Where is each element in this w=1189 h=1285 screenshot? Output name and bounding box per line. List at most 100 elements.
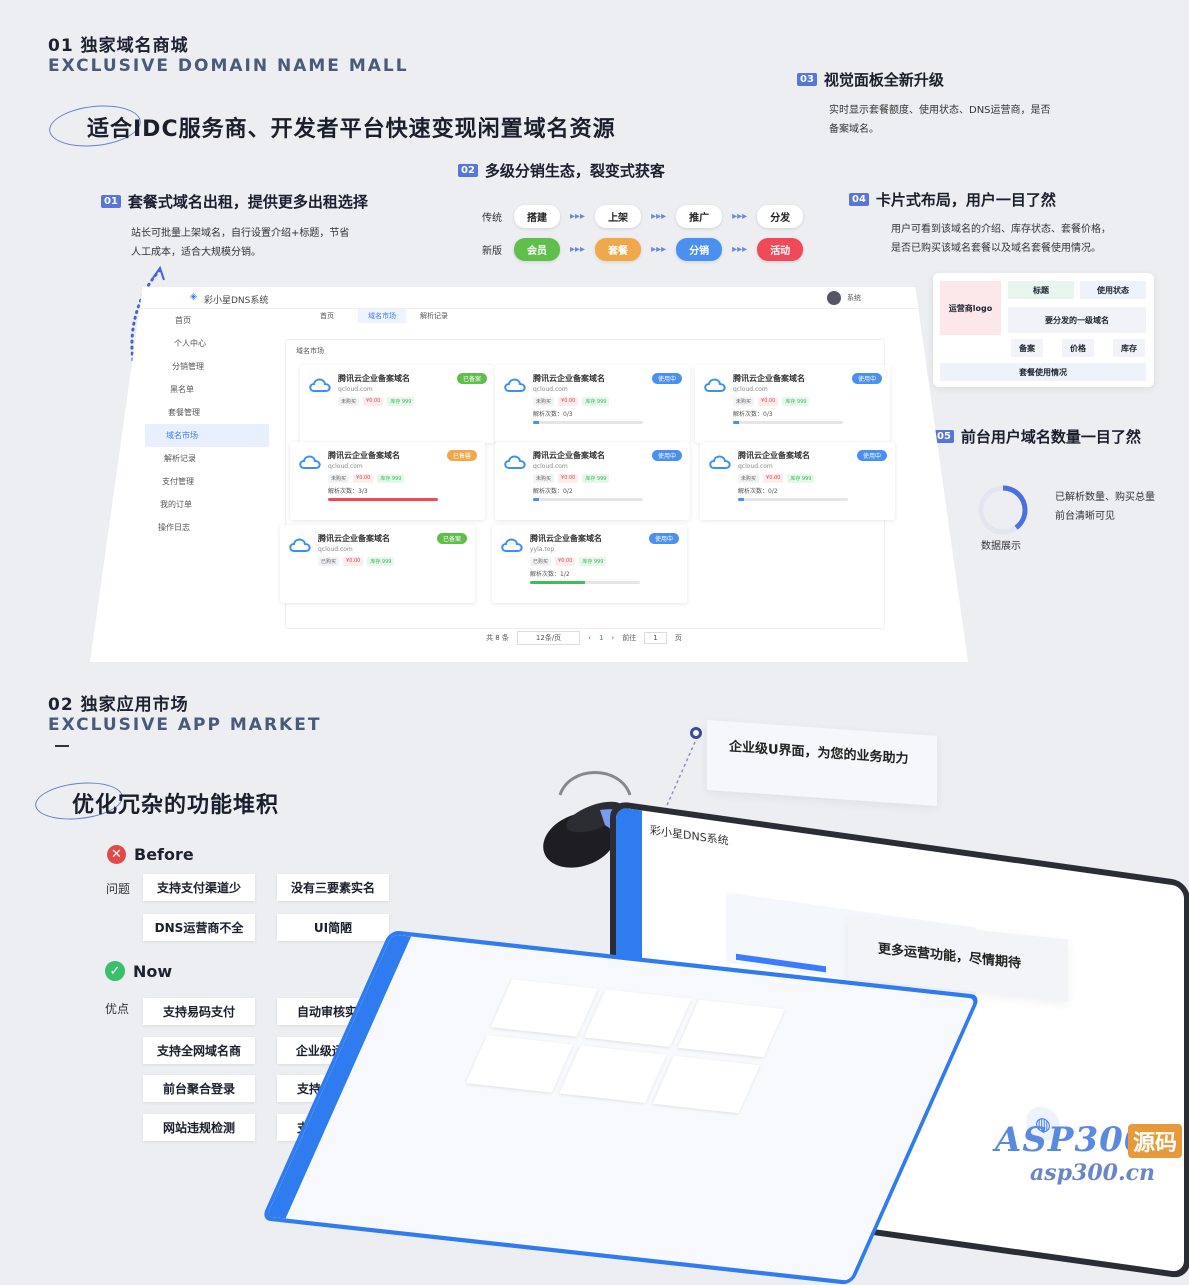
sidebar-item-logs[interactable]: 操作日志 xyxy=(158,523,190,532)
arrow-right-icon: ▸▸▸ xyxy=(732,211,748,222)
pager-goto-input[interactable]: 1 xyxy=(644,632,667,644)
callout-1: 企业级U界面，为您的业务助力 xyxy=(707,719,937,807)
now-item: 支持全网域名商 xyxy=(143,1037,255,1064)
cloud-icon xyxy=(704,378,726,392)
sidebar-item-payment[interactable]: 支付管理 xyxy=(162,477,194,486)
pager-unit: 页 xyxy=(674,634,682,642)
tab-market[interactable]: 域名市场 xyxy=(358,309,406,323)
cloud-icon xyxy=(309,378,331,392)
flow-step: 分发 xyxy=(757,205,804,228)
card-progress-fill xyxy=(533,498,539,501)
card-domain: qcloud.com xyxy=(328,463,363,470)
feature-05-title: 前台用户域名数量一目了然 xyxy=(960,428,1141,446)
tablet-card xyxy=(465,1035,573,1093)
tablet-card xyxy=(584,989,692,1047)
section1-headline: 适合IDC服务商、开发者平台快速变现闲置域名资源 xyxy=(87,117,616,142)
before-header: ✕ Before xyxy=(107,845,194,864)
sidebar-item-records[interactable]: 解析记录 xyxy=(164,454,196,463)
cloud-icon xyxy=(501,538,523,552)
pager-size-select[interactable]: 12条/页 xyxy=(516,631,581,645)
sidebar-item-market[interactable]: 域名市场 xyxy=(145,424,269,447)
pager-current[interactable]: 1 xyxy=(598,634,604,642)
flow-row1-label: 传统 xyxy=(482,213,502,224)
check-icon: ✓ xyxy=(105,961,125,981)
card-tag: ¥0.00 xyxy=(343,557,364,566)
before-item: UI简陋 xyxy=(277,914,389,941)
flow-step: 搭建 xyxy=(514,205,560,228)
app-window: ◈ 彩小星DNS系统 系统 首页 个人中心 分销管理 黑名单 套餐管理 域名市场… xyxy=(90,287,968,662)
card-name: 腾讯云企业备案域名 xyxy=(328,451,400,460)
card-tag: 已购买 xyxy=(318,557,340,566)
cloud-icon xyxy=(709,455,731,469)
card-progress-bar xyxy=(533,421,643,424)
card-tag: 未购买 xyxy=(338,397,360,406)
feature-05-desc-2: 前台清晰可见 xyxy=(1055,511,1115,522)
card-tag: 库存 999 xyxy=(787,474,815,483)
sidebar-item-distribution[interactable]: 分销管理 xyxy=(172,362,204,371)
flow-step-colored: 会员 xyxy=(514,238,560,261)
card-status-badge: 已售罄 xyxy=(446,450,477,461)
card-name: 腾讯云企业备案域名 xyxy=(318,534,390,543)
now-header: ✓ Now xyxy=(105,961,172,981)
sidebar-item-blacklist[interactable]: 黑名单 xyxy=(170,385,194,394)
tab-records[interactable]: 解析记录 xyxy=(420,312,448,320)
card-domain: qcloud.com xyxy=(738,463,773,470)
feature-03-desc-1: 实时显示套餐额度、使用状态、DNS运营商，是否 xyxy=(829,105,1051,116)
tablet-card xyxy=(677,999,785,1058)
card-domain: qcloud.com xyxy=(533,463,568,470)
cloud-icon xyxy=(504,378,526,392)
arrow-right-icon: ▸▸▸ xyxy=(570,244,586,255)
card-progress-text: 解析次数：0/3 xyxy=(533,411,573,418)
sidebar-item-profile[interactable]: 个人中心 xyxy=(174,339,206,348)
chevron-right-icon[interactable]: › xyxy=(611,634,615,642)
flow-row2-label: 新版 xyxy=(482,246,502,257)
feature-03: 03 视觉面板全新升级 xyxy=(797,69,944,90)
card-progress-bar xyxy=(530,581,640,584)
card-progress-fill xyxy=(533,421,539,424)
card-status-badge: 使用中 xyxy=(648,533,679,544)
avatar[interactable] xyxy=(827,291,841,305)
card-progress-bar xyxy=(533,498,643,501)
feature-05-num: 05 xyxy=(934,430,954,443)
card-status-badge: 使用中 xyxy=(856,450,887,461)
sidebar-item-home[interactable]: 首页 xyxy=(175,316,191,325)
user-name[interactable]: 系统 xyxy=(847,294,861,302)
section1-en-title: EXCLUSIVE DOMAIN NAME MALL xyxy=(48,56,409,76)
card-progress-text: 解析次数：0/2 xyxy=(533,488,573,495)
card-tag: 未购买 xyxy=(328,474,350,483)
flow-step-colored: 活动 xyxy=(757,238,804,261)
card-name: 腾讯云企业备案域名 xyxy=(530,534,602,543)
sidebar-item-orders[interactable]: 我的订单 xyxy=(160,500,192,509)
feature-03-desc-2: 备案域名。 xyxy=(829,124,879,135)
card-status-badge: 使用中 xyxy=(651,373,682,384)
card-tag: ¥0.00 xyxy=(363,397,384,406)
section2-en-title: EXCLUSIVE APP MARKET xyxy=(48,715,322,735)
section1-title: 01 独家域名商城 xyxy=(48,36,189,56)
chevron-left-icon[interactable]: ‹ xyxy=(588,634,591,642)
sidebar-item-packages[interactable]: 套餐管理 xyxy=(168,408,200,417)
now-item: 网站违规检测 xyxy=(143,1114,255,1141)
card-domain: qcloud.com xyxy=(338,386,373,393)
tab-home[interactable]: 首页 xyxy=(320,312,334,320)
callout-1-text: 企业级U界面，为您的业务助力 xyxy=(729,739,909,768)
now-title: Now xyxy=(133,961,173,981)
card-tag: 库存 999 xyxy=(582,474,610,483)
feature-01-desc-1: 站长可批量上架域名，自行设置介绍+标题，节省 xyxy=(131,228,350,239)
before-title: Before xyxy=(134,845,194,864)
feature-01-desc: 站长可批量上架域名，自行设置介绍+标题，节省 人工成本，适合大规模分销。 xyxy=(131,224,349,262)
card-status-badge: 已备案 xyxy=(436,533,467,544)
feature-03-num: 03 xyxy=(797,73,817,86)
card-tag: ¥0.00 xyxy=(763,474,784,483)
card-tag: ¥0.00 xyxy=(555,557,576,566)
card-tag: 未购买 xyxy=(533,397,555,406)
feature-04-desc-2: 是否已购买该域名套餐以及域名套餐使用情况。 xyxy=(891,243,1101,254)
feature-04: 04 卡片式布局，用户一目了然 xyxy=(849,189,1056,210)
